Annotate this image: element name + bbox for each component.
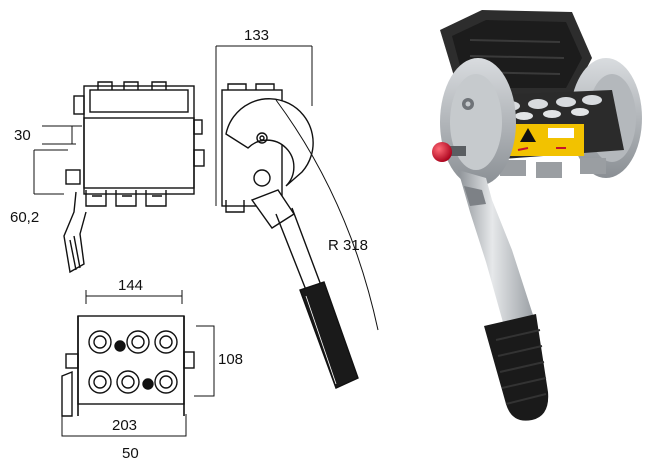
dim-203: 203 [112,417,137,434]
dim-50: 50 [122,445,139,462]
dim-60-2: 60,2 [10,209,39,226]
dim-108: 108 [218,351,243,368]
technical-drawing [33,45,379,437]
side-view [215,45,379,389]
dim-30: 30 [14,127,31,144]
front-view [33,81,205,274]
dim-radius-318: R 318 [328,237,368,254]
dim-133: 133 [244,27,269,44]
release-knob [432,142,452,162]
dim-144: 144 [118,277,143,294]
product-photo [432,10,642,421]
bottom-view [61,290,215,437]
